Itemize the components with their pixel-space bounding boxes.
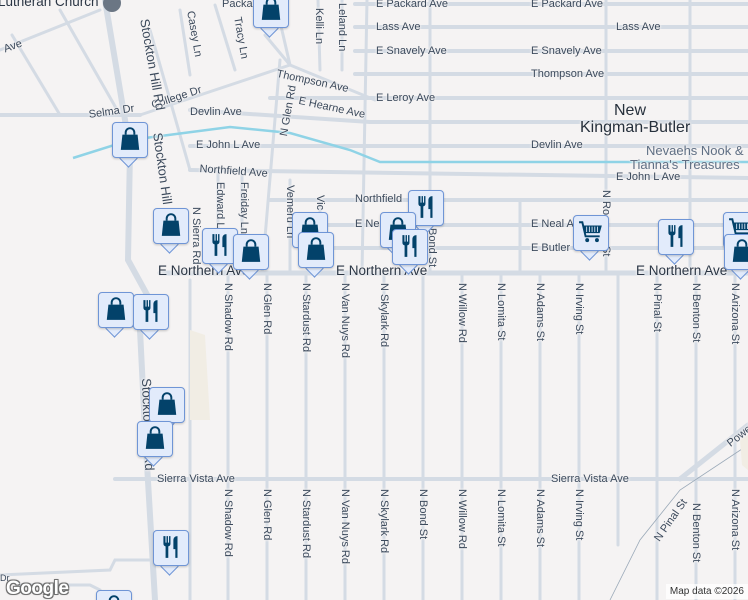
shopping-bag-icon bbox=[158, 212, 184, 238]
street-label: E Snavely Ave bbox=[531, 45, 602, 57]
place-label: New Kingman-Butler bbox=[580, 102, 691, 136]
street-label: Lass Ave bbox=[616, 21, 661, 33]
shopping-marker[interactable] bbox=[153, 208, 189, 254]
shopping-marker[interactable] bbox=[96, 590, 132, 600]
street-label: E Northern Ave bbox=[636, 263, 728, 278]
shopping-bag-icon bbox=[101, 594, 127, 600]
street-label: N Glen Rd bbox=[261, 489, 273, 541]
restaurant-icon bbox=[663, 223, 689, 249]
street-label: Sierra Vista Ave bbox=[551, 473, 629, 485]
grocery-marker[interactable] bbox=[573, 215, 609, 261]
street-label: Packa bbox=[222, 0, 253, 10]
shopping-bag-icon bbox=[729, 238, 748, 264]
shopping-bag-icon bbox=[238, 238, 264, 264]
shopping-cart-icon bbox=[578, 219, 604, 245]
street-label: Thompson Ave bbox=[531, 68, 605, 80]
street-label: E Packard Ave bbox=[376, 0, 448, 10]
street-label: Freiday Ln bbox=[238, 182, 250, 234]
street-label: Sierra Vista Ave bbox=[157, 473, 235, 485]
shopping-bag-icon bbox=[154, 391, 180, 417]
restaurant-icon bbox=[413, 194, 439, 220]
street-label: N Irving St bbox=[573, 489, 585, 541]
street-label: N Shadow Rd bbox=[222, 283, 234, 351]
shopping-marker[interactable] bbox=[137, 421, 173, 467]
street-label: N Van Nuys Rd bbox=[339, 283, 351, 358]
shopping-bag-icon bbox=[303, 236, 329, 262]
street-label: Devlin Ave bbox=[531, 139, 583, 151]
shopping-marker[interactable] bbox=[112, 122, 148, 168]
street-label: N Irving St bbox=[573, 283, 585, 335]
street-label: Kelli Ln bbox=[313, 8, 325, 45]
street-label: N Ro bbox=[600, 190, 612, 216]
street-label: E Butler bbox=[531, 242, 571, 254]
street-label: N Willow Rd bbox=[456, 489, 468, 549]
shopping-bag-icon bbox=[258, 0, 284, 22]
shopping-marker[interactable] bbox=[98, 292, 134, 338]
street-label: N Lomita St bbox=[495, 283, 507, 341]
shopping-marker[interactable] bbox=[298, 232, 334, 278]
street-label: Northfield bbox=[355, 193, 403, 205]
church-icon[interactable] bbox=[103, 0, 121, 12]
shopping-marker[interactable] bbox=[253, 0, 289, 38]
street-label: E Northern Ave bbox=[158, 263, 250, 278]
street-label: N Benton St bbox=[690, 503, 702, 563]
map-attribution[interactable]: Map data ©2026 bbox=[665, 584, 748, 599]
street-label: N Lomita St bbox=[495, 489, 507, 547]
street-label: Devlin Ave bbox=[190, 106, 242, 118]
street-label: N Benton St bbox=[690, 283, 702, 343]
google-logo: Google bbox=[6, 578, 69, 599]
shopping-marker[interactable] bbox=[233, 234, 269, 280]
street-label: N Glen Rd bbox=[261, 283, 273, 335]
street-label: N Arizona St bbox=[729, 489, 741, 551]
street-label: E John L Ave bbox=[196, 139, 261, 151]
restaurant-icon bbox=[207, 232, 233, 258]
poi-label[interactable]: Nevaehs Nook & Tianna's Treasures bbox=[630, 143, 744, 172]
street-label: E Neal A bbox=[531, 218, 574, 230]
street-label: N Sierra Rd bbox=[190, 207, 202, 265]
street-label: N Adams St bbox=[534, 489, 546, 548]
street-label: N Skylark Rd bbox=[378, 489, 390, 554]
street-label: Edward Ln bbox=[214, 182, 226, 235]
church-label[interactable]: Lutheran Church bbox=[0, 0, 99, 9]
shopping-marker[interactable] bbox=[724, 234, 748, 280]
street-label: E Packard Ave bbox=[531, 0, 603, 10]
street-label: N Pinal St bbox=[651, 283, 663, 332]
street-label: N Van Nuys Rd bbox=[339, 489, 351, 564]
street-label: E Leroy Ave bbox=[376, 92, 436, 104]
restaurant-icon bbox=[397, 233, 423, 259]
restaurant-icon bbox=[158, 534, 184, 560]
street-label: Dr bbox=[0, 573, 10, 583]
street-label: N Adams St bbox=[534, 283, 546, 342]
street-label: Vic bbox=[314, 195, 326, 211]
shopping-bag-icon bbox=[103, 296, 129, 322]
street-label: N Bond St bbox=[417, 489, 429, 540]
street-label: N Willow Rd bbox=[456, 283, 468, 343]
restaurant-marker[interactable] bbox=[658, 219, 694, 265]
restaurant-marker[interactable] bbox=[202, 228, 238, 274]
street-label: E John L Ave bbox=[616, 171, 681, 183]
street-label: N Shadow Rd bbox=[222, 489, 234, 557]
restaurant-icon bbox=[138, 298, 164, 324]
street-label: N Arizona St bbox=[729, 283, 741, 345]
street-label: Leland Ln bbox=[336, 3, 348, 52]
shopping-bag-icon bbox=[142, 425, 168, 451]
restaurant-marker[interactable] bbox=[392, 229, 428, 275]
street-label: Lass Ave bbox=[376, 21, 421, 33]
restaurant-marker[interactable] bbox=[153, 530, 189, 576]
street-label: N Skylark Rd bbox=[378, 283, 390, 348]
street-label: N Stardust Rd bbox=[300, 283, 312, 353]
street-label: N Stardust Rd bbox=[300, 489, 312, 559]
shopping-bag-icon bbox=[117, 126, 143, 152]
street-label: E Snavely Ave bbox=[376, 45, 447, 57]
restaurant-marker[interactable] bbox=[133, 294, 169, 340]
